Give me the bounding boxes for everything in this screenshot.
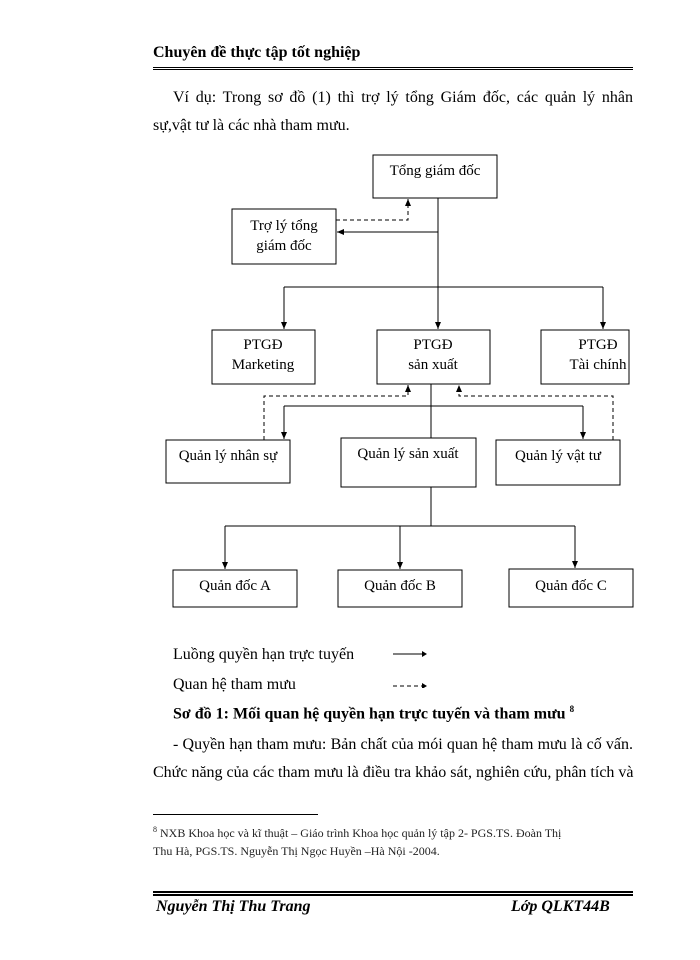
box-foreman-b bbox=[337, 569, 463, 608]
box-ceo bbox=[372, 154, 498, 199]
vp-marketing-label-1: PTGĐ bbox=[243, 337, 282, 353]
box-vp-marketing bbox=[211, 329, 316, 385]
footer-class: Lớp QLKT44B bbox=[511, 898, 610, 915]
box-assistant bbox=[231, 208, 337, 265]
vp-production-label-1: PTGĐ bbox=[413, 337, 452, 353]
box-materials bbox=[495, 439, 621, 486]
vp-finance-label-1: PTGĐ bbox=[578, 337, 617, 353]
foreman-c-label: Quản đốc C bbox=[535, 578, 607, 594]
vp-marketing-label-2: Marketing bbox=[232, 357, 295, 373]
footer-rule bbox=[153, 891, 633, 896]
vp-production-label-2: sản xuất bbox=[408, 357, 458, 373]
legend-arrows bbox=[393, 651, 427, 688]
box-foreman-c bbox=[508, 568, 634, 608]
ceo-label: Tổng giám đốc bbox=[390, 163, 481, 179]
production-manager-label: Quản lý sản xuất bbox=[357, 446, 459, 462]
footnote-line-1: NXB Khoa học và kĩ thuật – Giáo trình Kh… bbox=[157, 826, 562, 840]
running-header: Chuyên đề thực tập tốt nghiệp bbox=[153, 44, 361, 61]
intro-line-1: Ví dụ: Trong sơ đồ (1) thì trợ lý tổng G… bbox=[173, 89, 633, 106]
footnote-rule bbox=[153, 814, 318, 815]
footer-author: Nguyễn Thị Thu Trang bbox=[156, 898, 311, 915]
header-rule bbox=[153, 67, 633, 70]
org-diagram: Tổng giám đốc Trợ lý tổng giám đốc PTGĐ … bbox=[165, 154, 634, 608]
intro-line-2: sự,vật tư là các nhà tham mưu. bbox=[153, 117, 350, 134]
box-production-manager bbox=[340, 437, 477, 488]
vp-finance-label-2: Tài chính bbox=[569, 357, 627, 373]
diagram-caption: Sơ đồ 1: Mối quan hệ quyền hạn trực tuyế… bbox=[173, 704, 575, 723]
footnote-ref[interactable]: 8 bbox=[569, 704, 575, 714]
hr-label: Quản lý nhân sự bbox=[179, 448, 278, 464]
box-foreman-a bbox=[172, 569, 298, 608]
footnote-mark: 8 bbox=[153, 825, 157, 834]
legend-line-authority: Luồng quyền hạn trực tuyến bbox=[173, 646, 355, 663]
foreman-b-label: Quản đốc B bbox=[364, 578, 436, 594]
box-hr bbox=[165, 439, 291, 484]
foreman-a-label: Quản đốc A bbox=[199, 578, 271, 594]
body-line-1: - Quyền hạn tham mưu: Bản chất của mói q… bbox=[173, 736, 633, 753]
materials-label: Quản lý vật tư bbox=[515, 448, 602, 464]
legend-staff-relation: Quan hệ tham mưu bbox=[173, 676, 296, 693]
assistant-label-2: giám đốc bbox=[256, 238, 312, 254]
box-vp-production bbox=[376, 329, 491, 385]
body-line-2: Chức năng của các tham mưu là điều tra k… bbox=[153, 764, 634, 781]
footnote-line-2: Thu Hà, PGS.TS. Nguyễn Thị Ngọc Huyền –H… bbox=[153, 844, 440, 858]
assistant-label-1: Trợ lý tổng bbox=[250, 218, 318, 234]
box-vp-finance bbox=[540, 329, 630, 385]
